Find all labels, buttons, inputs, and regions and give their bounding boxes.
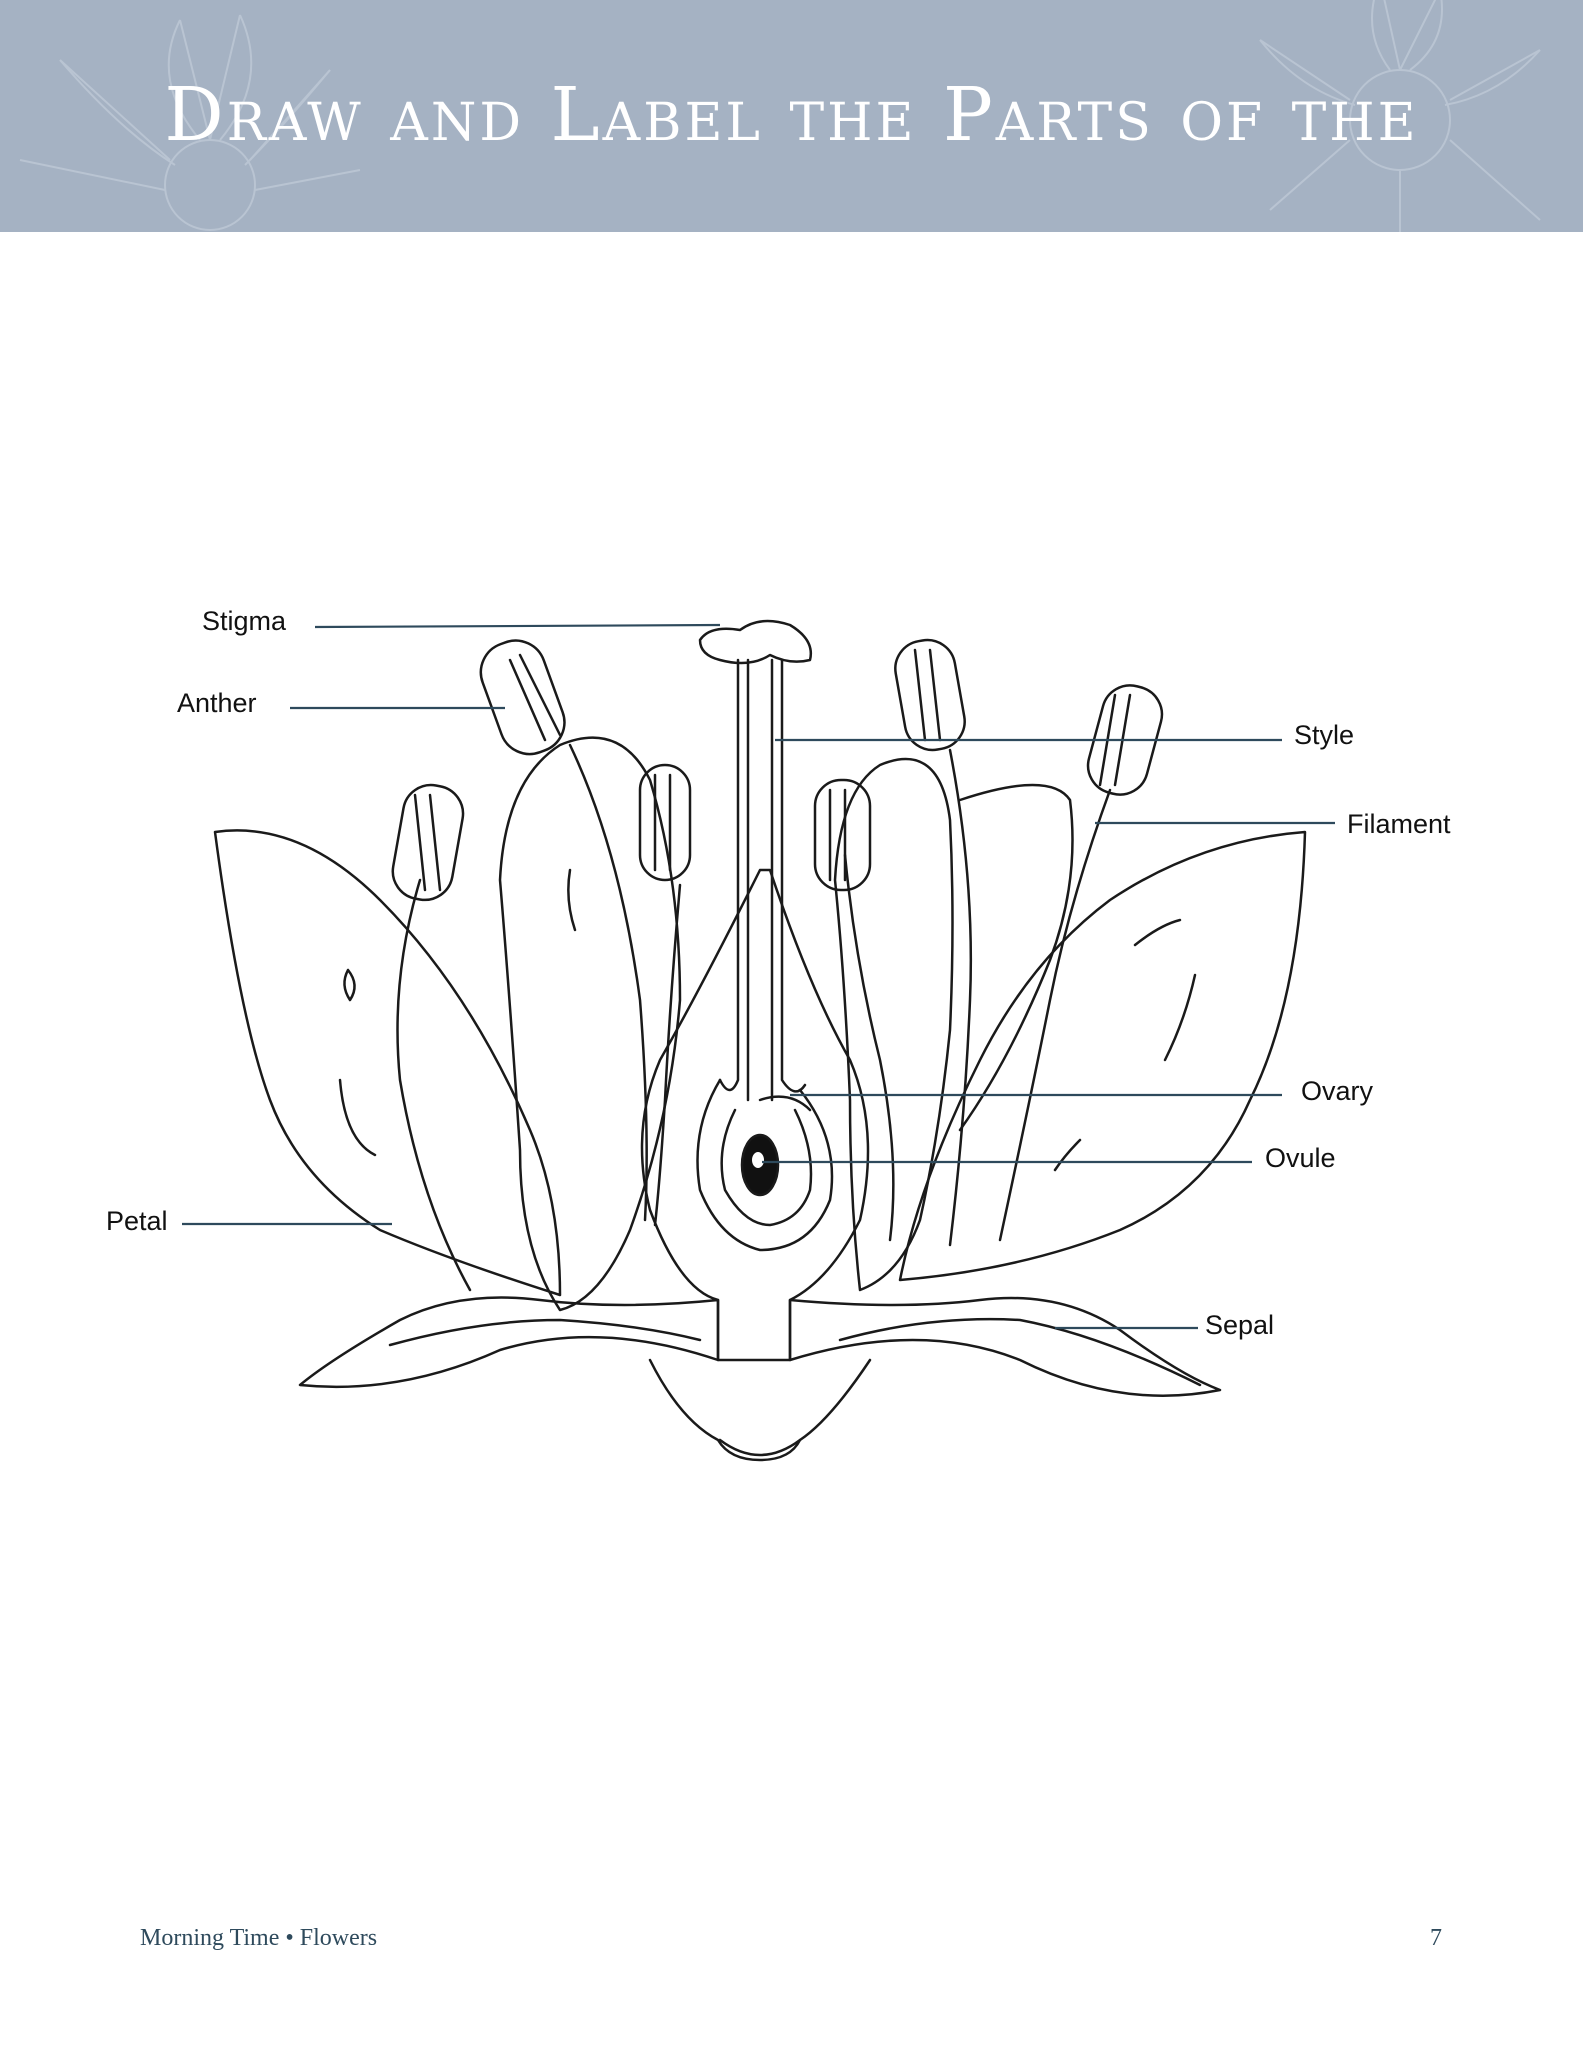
petal-left-outer [213,829,562,1297]
label-filament: Filament [1347,809,1451,839]
page-number: 7 [1430,1925,1442,1951]
anther-3 [391,783,465,902]
anther-4 [813,778,872,892]
footer-title: Morning Time • Flowers [140,1925,378,1951]
filament-1 [568,743,648,1222]
label-stigma: Stigma [202,606,287,636]
anther-1 [479,639,566,756]
anther-5 [894,638,966,752]
petal-right-mid [958,783,1074,1132]
label-anther: Anther [177,688,257,718]
label-ovary: Ovary [1301,1076,1374,1106]
label-style: Style [1294,720,1355,750]
filament-3 [396,878,472,1292]
label-petal: Petal [106,1206,168,1236]
filament-6 [998,788,1112,1242]
label-sepal: Sepal [1205,1310,1275,1340]
label-ovule: Ovule [1265,1143,1336,1173]
sepal-right [788,1296,1222,1397]
style [718,658,807,1102]
page-title: Draw and Label the Parts of the [164,72,1419,158]
anther-2 [638,763,692,882]
filament-4 [843,853,895,1242]
header-banner: Draw and Label the Parts of the [0,0,1583,232]
filament-5 [948,748,973,1247]
stigma [698,619,813,665]
petal-right-inner [833,757,954,1292]
stigma-leader [314,623,721,629]
petal-left-inner [498,736,682,1312]
filament-2 [653,883,682,1227]
receptacle [648,1358,872,1462]
daisy-decoration [19,0,1541,232]
petal-right-outer [898,830,1307,1282]
ovary-outer [640,868,870,1362]
sepal-left [298,1296,720,1389]
